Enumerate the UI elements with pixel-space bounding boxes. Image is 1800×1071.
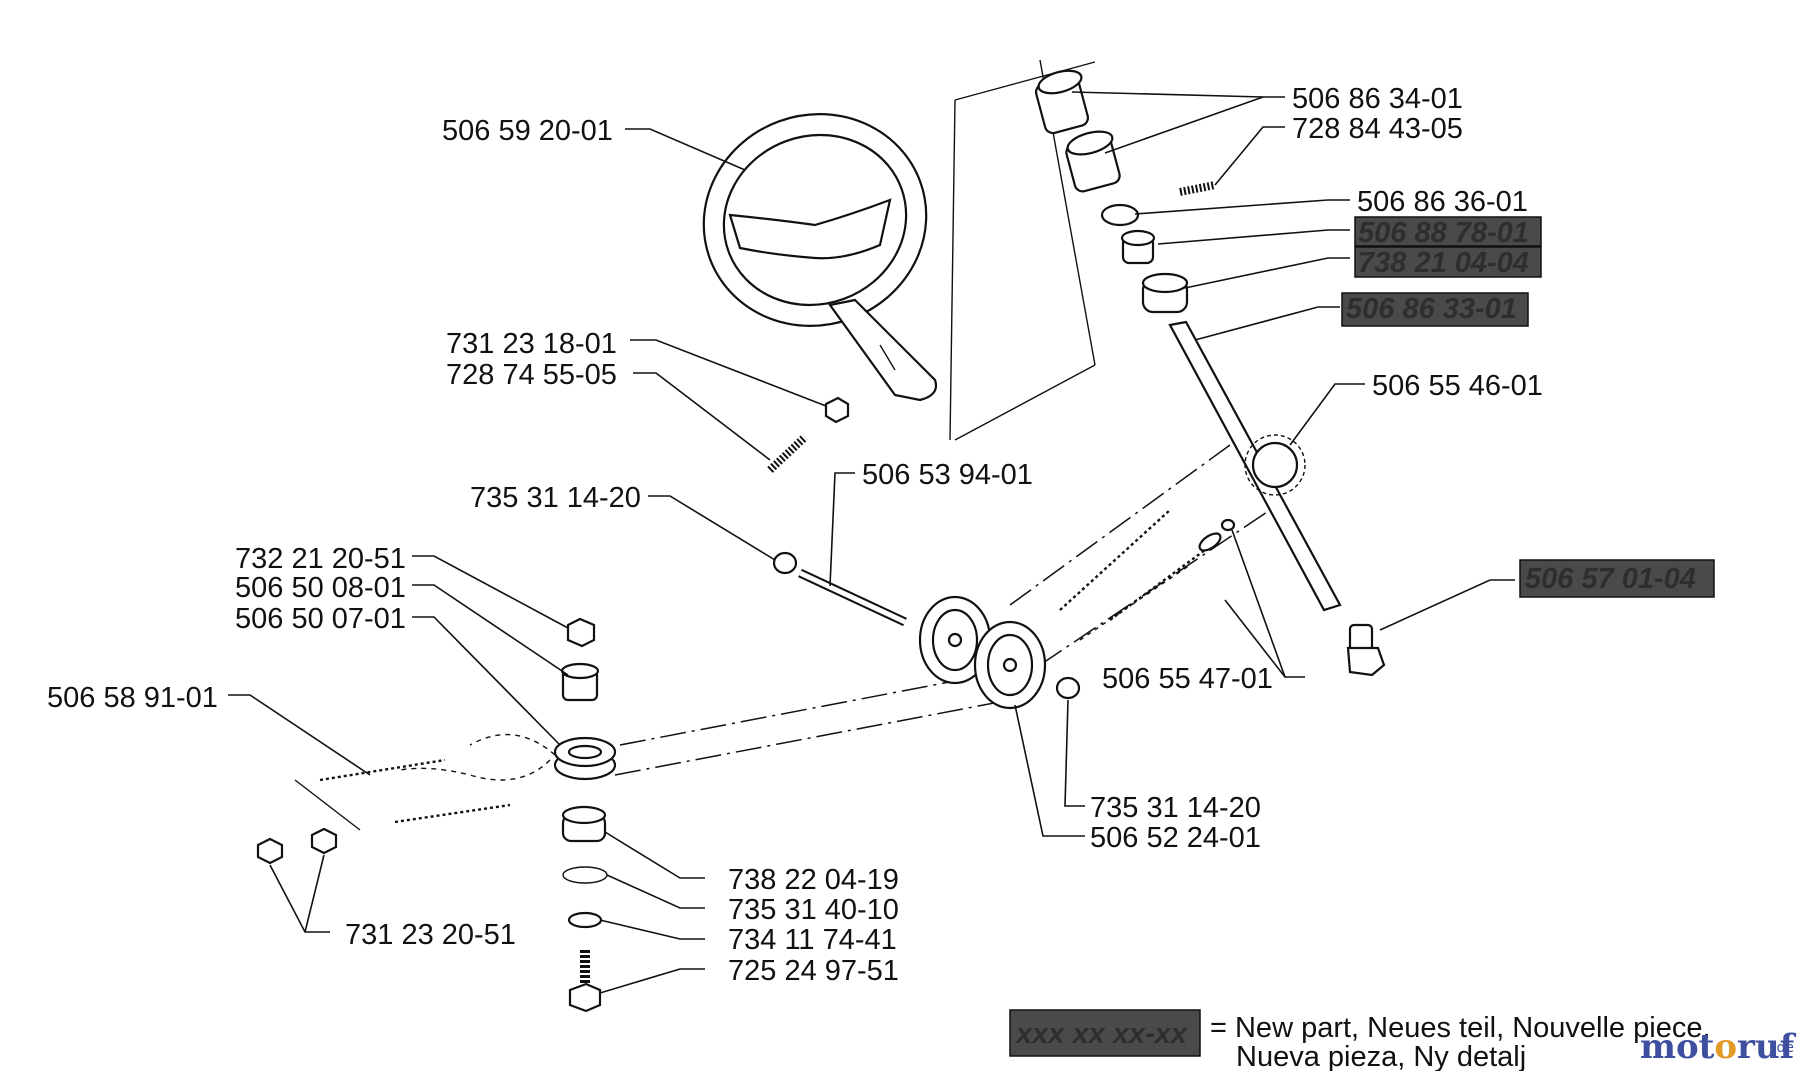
shaft bbox=[798, 568, 907, 627]
label-shaft: 506 53 94-01 bbox=[862, 459, 1033, 491]
label-bearing-highlighted: 738 21 04-04 bbox=[1358, 247, 1529, 279]
sleeve-top bbox=[1034, 69, 1090, 135]
legend-line-2: Nueva pieza, Ny detalj bbox=[1236, 1041, 1526, 1071]
label-cable: 506 58 91-01 bbox=[47, 682, 218, 714]
brand-tld: .de bbox=[1772, 1040, 1794, 1056]
legend: xxx xx xx-xx = New part, Neues teil, Nou… bbox=[1009, 1009, 1711, 1071]
spacer bbox=[1100, 203, 1140, 227]
nut-left bbox=[566, 617, 596, 648]
label-pulley-left: 506 50 07-01 bbox=[235, 603, 406, 635]
label-nuts-bottom: 731 23 20-51 bbox=[345, 919, 516, 951]
label-screw-top: 728 74 55-05 bbox=[446, 359, 617, 391]
label-washer-shaft: 735 31 14-20 bbox=[470, 482, 641, 514]
pulley-rear bbox=[918, 595, 992, 685]
label-sleeve: 506 86 34-01 bbox=[1292, 83, 1463, 115]
label-bearing-left: 738 22 04-19 bbox=[728, 864, 899, 896]
leader-lines bbox=[228, 91, 1515, 994]
bolt-right bbox=[1346, 623, 1386, 677]
label-washer-bottom: 734 11 74-41 bbox=[728, 924, 897, 956]
sleeve-lower bbox=[1065, 130, 1121, 193]
steering-wheel bbox=[702, 113, 938, 402]
svg-text:motoruf: motoruf bbox=[1640, 1027, 1797, 1067]
washer-shaft bbox=[772, 551, 798, 575]
label-wheel: 506 59 20-01 bbox=[442, 115, 613, 147]
label-pulley-center: 506 52 24-01 bbox=[1090, 822, 1261, 854]
legend-swatch bbox=[1009, 1009, 1201, 1057]
label-set-screw: 728 84 43-05 bbox=[1292, 113, 1463, 145]
highlight-box-bushing bbox=[1354, 216, 1542, 247]
nuts-bottom bbox=[256, 827, 338, 865]
clip bbox=[562, 866, 608, 884]
washer-bottom bbox=[567, 911, 603, 929]
legend-swatch-text: xxx xx xx-xx bbox=[1014, 1018, 1189, 1050]
sprocket bbox=[1244, 434, 1306, 496]
brand-logo: motoruf .de bbox=[1640, 1027, 1797, 1067]
bearing-highlighted bbox=[1141, 272, 1189, 314]
brand-part-1: mot bbox=[1640, 1027, 1715, 1067]
highlight-box-bolt bbox=[1519, 559, 1715, 598]
brand-part-2: ruf bbox=[1737, 1027, 1797, 1067]
part-labels: 506 59 20-01 731 23 18-01 728 74 55-05 7… bbox=[47, 83, 1715, 987]
bushing-highlighted bbox=[1120, 229, 1156, 265]
legend-line-1: = New part, Neues teil, Nouvelle piece, bbox=[1210, 1012, 1711, 1044]
label-sprocket: 506 55 46-01 bbox=[1372, 370, 1543, 402]
cable-ends bbox=[1059, 509, 1236, 621]
highlight-box-bearing bbox=[1354, 246, 1542, 278]
label-bushing-highlighted: 506 88 78-01 bbox=[1358, 217, 1529, 249]
highlight-box-column bbox=[1341, 292, 1529, 327]
brand-o: o bbox=[1714, 1027, 1737, 1067]
label-washer-pulley: 735 31 14-20 bbox=[1090, 792, 1261, 824]
screw-top bbox=[767, 434, 808, 473]
set-screw bbox=[1179, 181, 1216, 196]
pulley-left bbox=[553, 736, 617, 781]
bearing-left bbox=[561, 805, 607, 843]
nut-top bbox=[824, 396, 850, 424]
label-clip: 735 31 40-10 bbox=[728, 894, 899, 926]
label-bolt-bottom: 725 24 97-51 bbox=[728, 955, 899, 987]
label-nut-left: 732 21 20-51 bbox=[235, 543, 406, 575]
washer-pulley bbox=[1055, 676, 1081, 700]
bolt-bottom bbox=[568, 950, 602, 1013]
label-cable-end: 506 55 47-01 bbox=[1102, 663, 1273, 695]
label-bushing-left: 506 50 08-01 bbox=[235, 572, 406, 604]
label-spacer: 506 86 36-01 bbox=[1357, 186, 1528, 218]
bushing-left bbox=[560, 662, 600, 702]
pulley-front bbox=[973, 620, 1047, 710]
cable bbox=[319, 758, 511, 824]
label-nut-top: 731 23 18-01 bbox=[446, 328, 617, 360]
label-bolt-right: 506 57 01-04 bbox=[1525, 563, 1696, 595]
label-column-highlighted: 506 86 33-01 bbox=[1346, 293, 1517, 325]
